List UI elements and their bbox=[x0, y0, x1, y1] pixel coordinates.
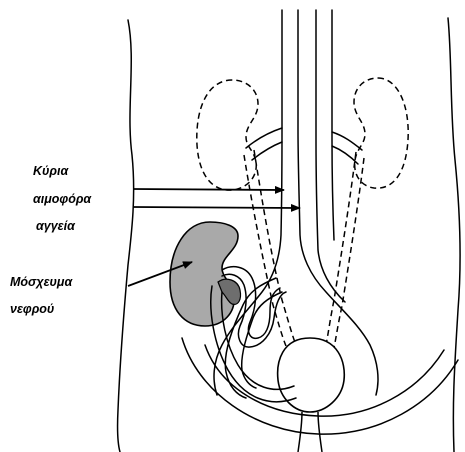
renal-branch-right-lower bbox=[332, 146, 358, 164]
arrow-icon bbox=[133, 207, 300, 208]
arrow-icon bbox=[133, 189, 284, 190]
label-main-vessels-line3: αγγεία bbox=[36, 220, 75, 233]
native-kidney-left bbox=[197, 80, 258, 190]
torso-outline-left bbox=[118, 20, 134, 452]
aorta-inner bbox=[316, 10, 345, 302]
label-kidney-graft-line2: νεφρού bbox=[10, 303, 54, 316]
label-main-vessels-line2: αιμοφόρα bbox=[33, 193, 91, 206]
aorta bbox=[214, 10, 282, 395]
torso-outline-right bbox=[448, 18, 460, 452]
renal-branch-left-lower bbox=[252, 142, 282, 160]
urethra-2 bbox=[318, 412, 322, 452]
label-main-vessels-line1: Κύρια bbox=[33, 165, 68, 178]
vena-inner bbox=[332, 10, 334, 240]
native-ureter-right-b bbox=[334, 158, 364, 348]
label-kidney-graft-line1: Μόσχευμα bbox=[10, 276, 72, 289]
